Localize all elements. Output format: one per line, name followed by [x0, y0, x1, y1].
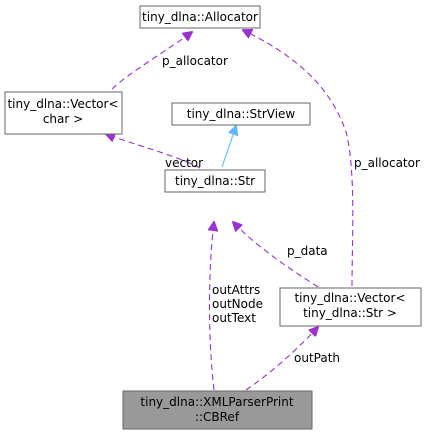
- edge-label-out-path: outPath: [294, 351, 340, 365]
- node-strview[interactable]: tiny_dlna::StrView: [171, 102, 311, 126]
- edge-str-strview: [221, 126, 236, 168]
- edge-label-p-allocator-1: p_allocator: [162, 54, 228, 68]
- node-vector-str-line1: tiny_dlna::Vector<: [294, 291, 405, 305]
- node-cbref-line1: tiny_dlna::XMLParserPrint: [140, 395, 293, 409]
- edge-vectorstr-allocator: [243, 30, 354, 287]
- node-cbref[interactable]: tiny_dlna::XMLParserPrint ::CBRef: [122, 390, 313, 430]
- node-vector-str-line2: tiny_dlna::Str >: [303, 306, 397, 320]
- edge-vectorstr-str: [233, 222, 319, 288]
- node-strview-label: tiny_dlna::StrView: [187, 107, 296, 121]
- node-vector-char-line1: tiny_dlna::Vector<: [7, 97, 118, 111]
- edge-cbref-str: [210, 222, 215, 391]
- node-str-label: tiny_dlna::Str: [175, 174, 255, 188]
- node-allocator-label: tiny_dlna::Allocator: [142, 10, 258, 24]
- edge-label-p-allocator-2: p_allocator: [354, 156, 420, 170]
- edge-label-vector: vector: [165, 156, 203, 170]
- edge-cbref-vectorstr: [245, 327, 318, 391]
- edge-label-p-data: p_data: [287, 244, 328, 258]
- node-allocator[interactable]: tiny_dlna::Allocator: [139, 5, 261, 29]
- node-vector-str[interactable]: tiny_dlna::Vector< tiny_dlna::Str >: [279, 287, 422, 327]
- node-cbref-line2: ::CBRef: [195, 410, 240, 424]
- edge-label-out-attrs: outAttrs: [212, 283, 260, 297]
- edge-label-out-node: outNode: [212, 297, 263, 311]
- edge-label-out-text: outText: [212, 311, 256, 325]
- node-vector-char[interactable]: tiny_dlna::Vector< char >: [4, 91, 123, 135]
- node-str[interactable]: tiny_dlna::Str: [164, 169, 266, 193]
- edge-vectorchar-allocator: [111, 32, 192, 90]
- node-vector-char-line2: char >: [43, 112, 83, 126]
